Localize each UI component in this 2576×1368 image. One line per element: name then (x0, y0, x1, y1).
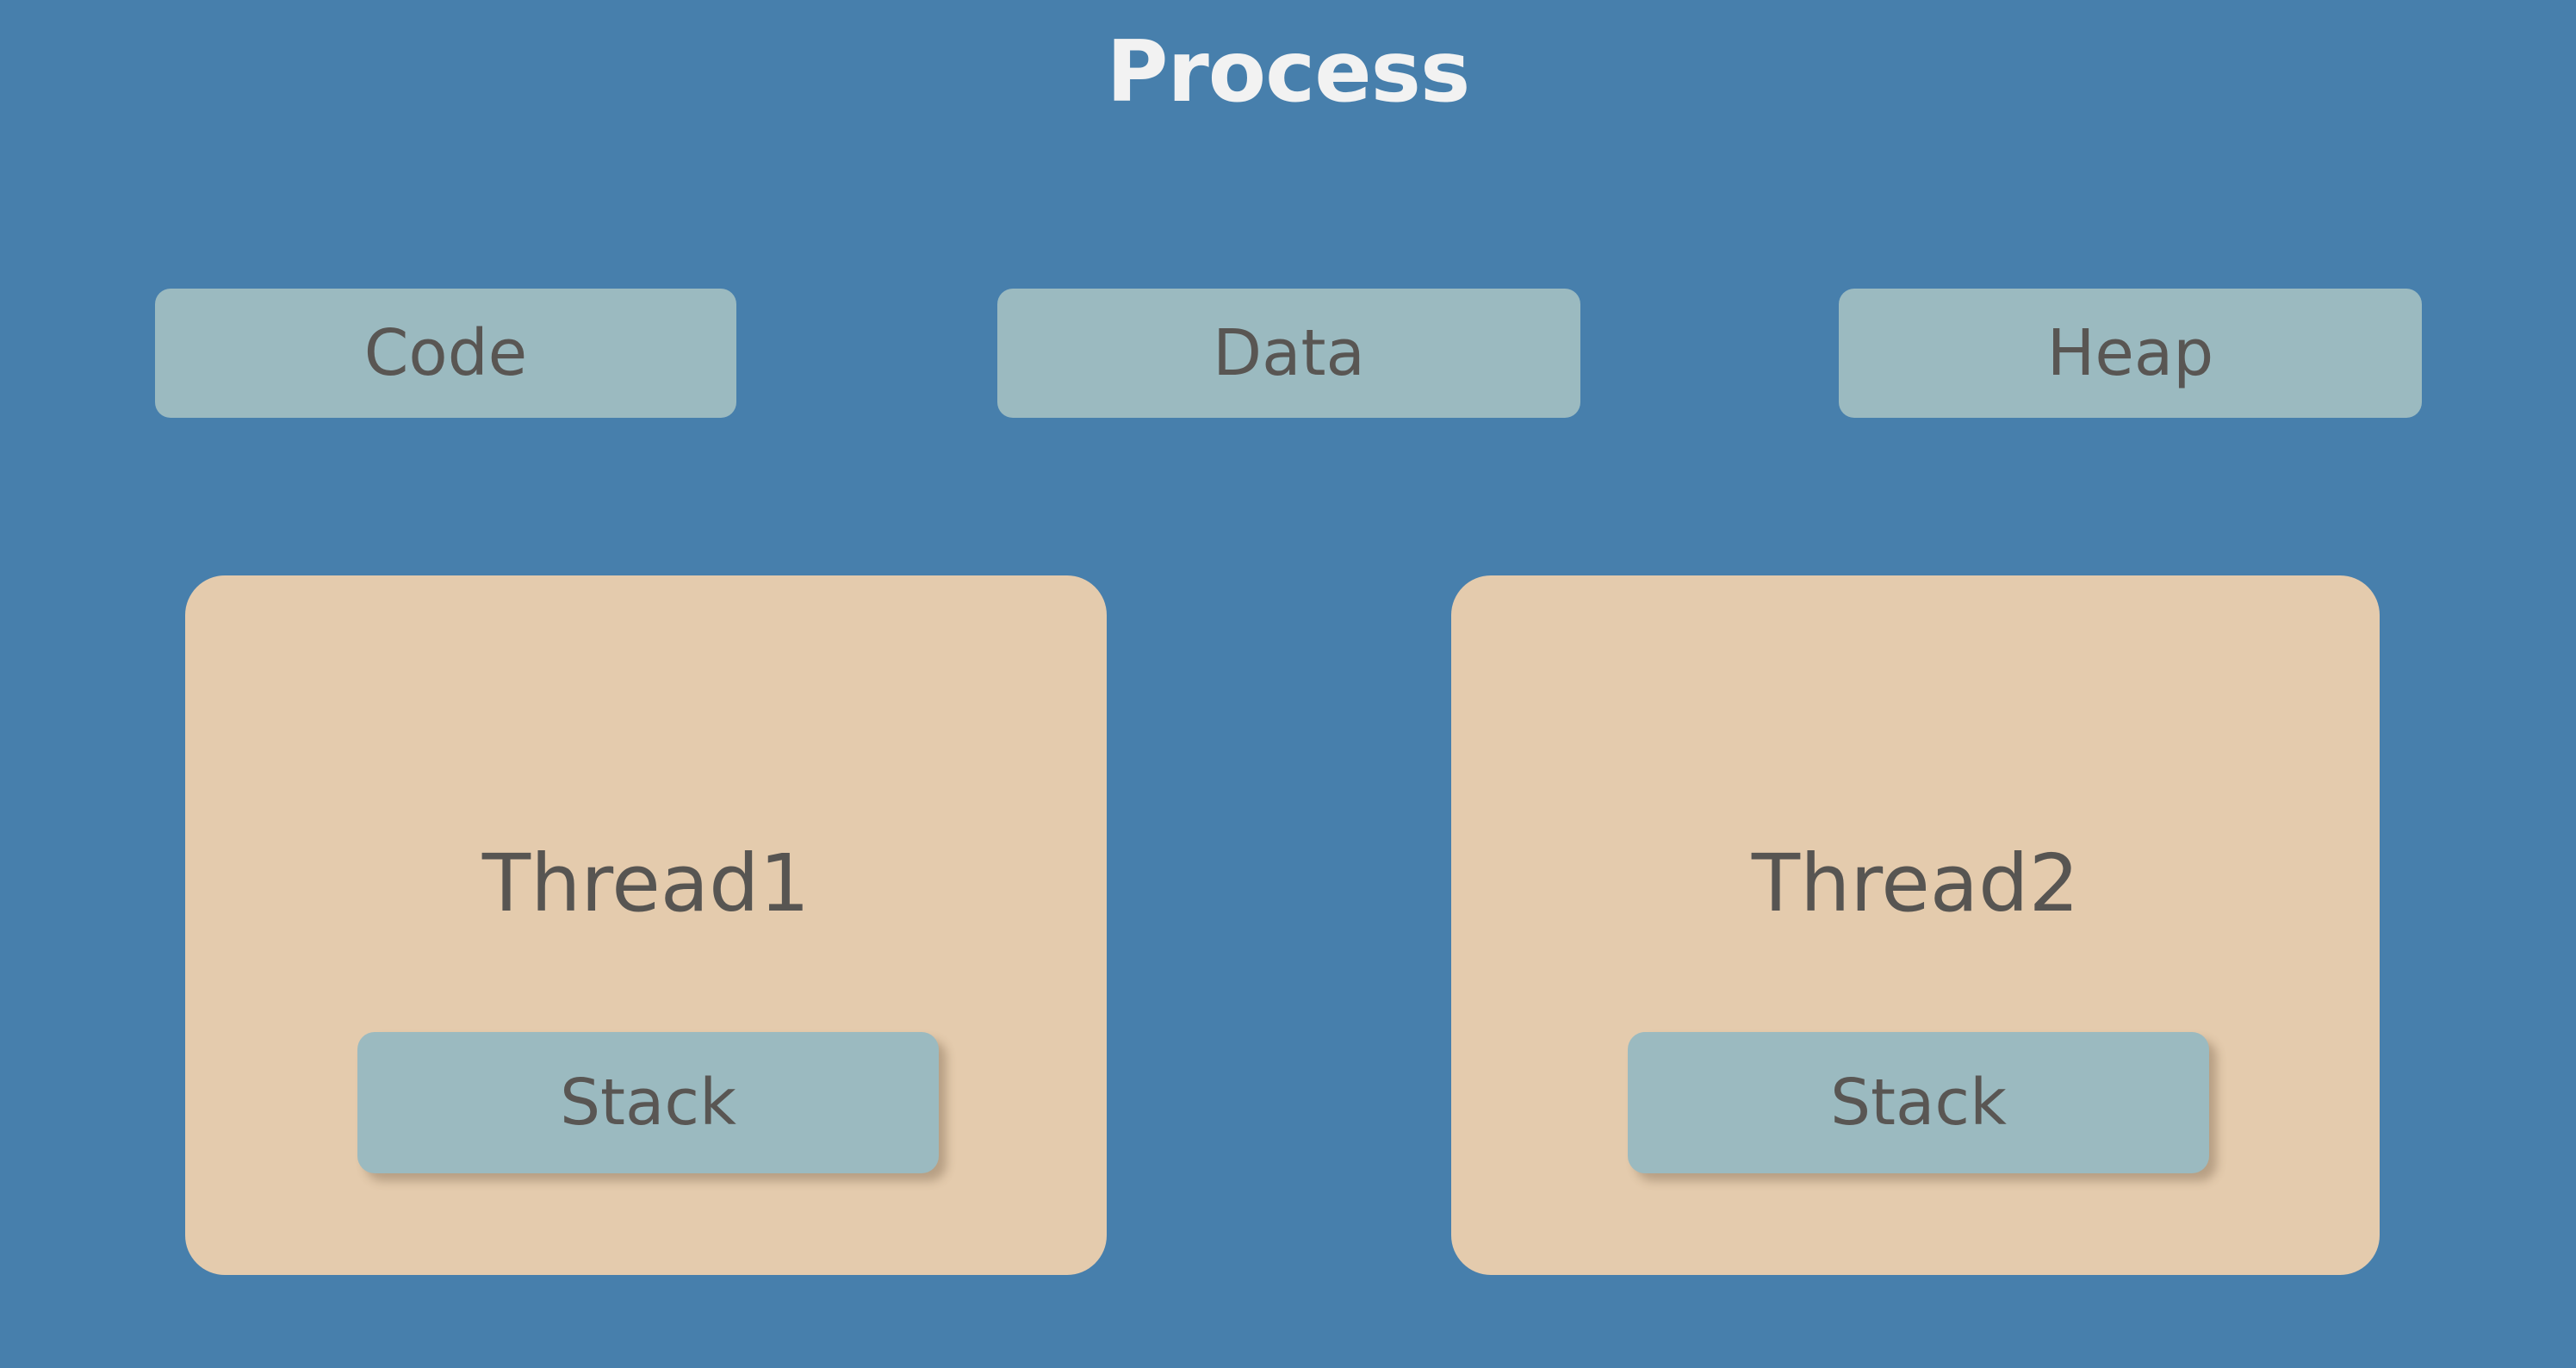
segment-label-heap: Heap (2046, 316, 2214, 390)
segment-label-code: Code (363, 316, 528, 390)
segment-label-data: Data (1213, 316, 1365, 390)
stack-label-thread-2: Stack (1830, 1066, 2007, 1140)
stack-box-thread-1[interactable]: Stack (357, 1032, 939, 1173)
stack-label-thread-1: Stack (560, 1066, 736, 1140)
thread-label-2: Thread2 (1751, 837, 2080, 930)
thread-label-1: Thread1 (481, 837, 810, 930)
thread-box-1[interactable]: Thread1 Stack (185, 575, 1107, 1275)
segment-box-code[interactable]: Code (155, 289, 736, 418)
stack-box-thread-2[interactable]: Stack (1628, 1032, 2209, 1173)
segment-box-data[interactable]: Data (997, 289, 1580, 418)
thread-box-2[interactable]: Thread2 Stack (1451, 575, 2380, 1275)
page-title: Process (1106, 23, 1471, 121)
segment-box-heap[interactable]: Heap (1839, 289, 2422, 418)
